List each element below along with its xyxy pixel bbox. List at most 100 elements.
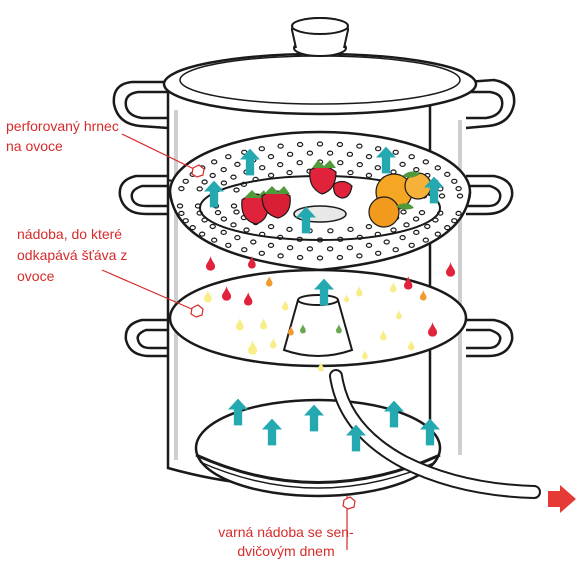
apricot-icon [368, 171, 432, 228]
perforation-hole [277, 253, 284, 259]
perforation-hole [233, 187, 240, 193]
perforation-hole [176, 203, 184, 209]
perforation-hole [196, 186, 203, 192]
perforation-hole [210, 237, 218, 243]
perforation-hole [194, 203, 202, 209]
perforation-hole [392, 247, 399, 253]
callout-hexagon-icon [191, 164, 205, 178]
callout-leaders [101, 133, 356, 550]
perforation-hole [418, 210, 426, 216]
perforation-hole [390, 227, 397, 233]
perforation-hole [326, 246, 334, 252]
perforation-hole [346, 151, 354, 157]
perforation-hole [413, 167, 420, 173]
perforation-hole [413, 229, 420, 235]
callout-hexagon-icon [190, 304, 204, 318]
perforation-hole [412, 216, 420, 222]
perforation-hole [375, 146, 382, 152]
perforation-hole [399, 235, 406, 241]
perforation-hole [250, 239, 257, 245]
perforation-hole [243, 227, 250, 233]
perforation-hole [286, 170, 293, 176]
perforation-hole [316, 255, 324, 261]
perforation-hole [408, 154, 415, 160]
perforation-hole [241, 247, 248, 253]
boiling-vessel [194, 398, 442, 498]
perforation-hole [296, 141, 304, 148]
perforation-hole [347, 170, 354, 176]
perforation-hole [258, 250, 265, 256]
perforation-hole [189, 225, 196, 231]
perforation-hole [277, 162, 284, 168]
perforation-hole [258, 146, 265, 152]
perforation-hole [444, 225, 451, 231]
perforation-hole [336, 254, 344, 261]
outlet-arrow-icon [548, 485, 576, 513]
perforation-hole [422, 237, 429, 243]
perforation-hole [220, 229, 227, 235]
label-perforated-pot: perforovaný hrnec na ovoce [6, 118, 119, 154]
perforation-hole [365, 154, 373, 160]
perforation-hole [337, 160, 344, 166]
perforation-hole [434, 231, 441, 237]
perforation-hole [408, 242, 415, 248]
perforation-hole [356, 234, 363, 240]
perforation-hole [392, 149, 399, 155]
fruit-group [241, 160, 432, 228]
perforation-hole [233, 209, 240, 215]
perforation-hole [316, 141, 324, 147]
perforation-hole [403, 222, 410, 228]
perforation-hole [365, 242, 373, 248]
perforation-hole [424, 223, 431, 230]
perforation-hole [455, 186, 462, 192]
perforation-hole [252, 176, 259, 182]
perforation-hole [225, 242, 232, 248]
perforation-hole [451, 178, 458, 184]
juice-drop-icon [446, 262, 456, 277]
perforation-hole [356, 143, 363, 149]
perforation-hole [347, 226, 354, 232]
perforation-hole [220, 180, 228, 186]
perforation-hole [196, 210, 203, 216]
perforation-hole [220, 167, 227, 173]
perforation-hole [374, 165, 381, 171]
perforation-hole [286, 226, 293, 232]
perforation-hole [374, 231, 381, 237]
perforation-hole [234, 161, 241, 167]
perforation-hole [399, 161, 406, 167]
perforation-hole [267, 172, 275, 178]
perforation-hole [432, 217, 439, 223]
perforation-hole [201, 217, 208, 223]
perforation-hole [337, 236, 344, 242]
perforation-hole [267, 154, 275, 160]
perforation-hole [296, 236, 303, 242]
perforation-hole [230, 174, 237, 180]
callout-hexagon-icon [342, 496, 356, 510]
perforation-hole [259, 165, 266, 171]
perforation-hole [178, 210, 185, 216]
perforation-hole [267, 242, 275, 248]
perforation-hole [230, 203, 238, 209]
perforation-hole [422, 159, 429, 165]
outlet-hose [329, 369, 541, 499]
perforation-hole [365, 224, 373, 230]
perforation-hole [230, 222, 237, 228]
perforation-hole [277, 234, 284, 240]
perforation-hole [201, 179, 208, 185]
lid [162, 16, 478, 116]
perforation-hole [356, 162, 363, 168]
perforation-hole [437, 210, 444, 216]
perforation-hole [286, 245, 294, 251]
perforation-hole [182, 218, 189, 224]
perforation-hole [444, 171, 451, 177]
perforation-hole [346, 245, 354, 251]
perforation-hole [306, 246, 314, 252]
perforation-hole [326, 150, 334, 156]
perforation-hole [225, 154, 232, 160]
perforation-hole [259, 231, 266, 237]
label-juice-vessel: nádoba, do které odkapává šťáva z ovoce [17, 226, 128, 284]
perforation-hole [209, 172, 216, 179]
perforation-hole [451, 218, 458, 224]
perforation-hole [383, 239, 390, 245]
